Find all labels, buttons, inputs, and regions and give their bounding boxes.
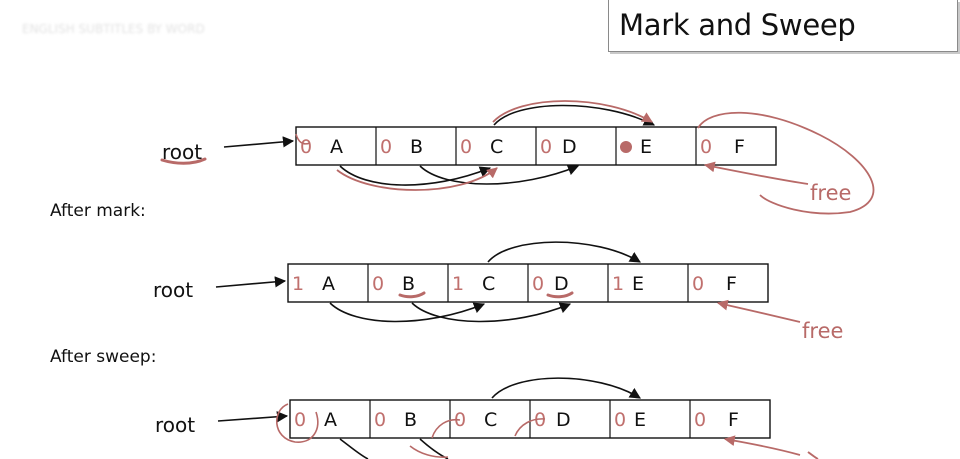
svg-text:F: F: [728, 409, 739, 431]
svg-text:0: 0: [532, 273, 544, 295]
slide-title-box: Mark and Sweep: [608, 0, 958, 52]
cell-a-circle-scribble: [275, 403, 319, 443]
svg-text:A: A: [330, 136, 343, 158]
svg-text:0: 0: [540, 136, 552, 158]
svg-text:B: B: [410, 136, 423, 158]
svg-text:E: E: [640, 136, 652, 158]
svg-text:F: F: [734, 136, 745, 158]
after-sweep-label: After sweep:: [50, 347, 157, 367]
svg-text:E: E: [634, 409, 646, 431]
svg-text:1: 1: [452, 273, 464, 295]
free-pointer-arrow: [723, 435, 801, 456]
cell-d-scribble: [514, 418, 546, 437]
slide-title: Mark and Sweep: [619, 8, 856, 42]
cell-b-underline-scribble: [398, 291, 426, 299]
svg-text:1: 1: [292, 273, 304, 295]
svg-text:C: C: [490, 136, 503, 158]
svg-text:B: B: [402, 273, 415, 295]
pointer-b-to-d: [411, 302, 572, 323]
svg-text:D: D: [554, 273, 569, 295]
scribbled-mark-dot: [620, 141, 632, 153]
root-label: root: [155, 413, 195, 437]
free-label-clipped: [807, 451, 819, 459]
svg-text:0: 0: [692, 273, 704, 295]
traced-pointer-c-to-e: [492, 100, 653, 123]
after-mark-label: After mark:: [50, 201, 146, 221]
heap-cell-e: E: [620, 136, 652, 158]
pointer-c-to-e: [493, 104, 656, 126]
free-label: free: [810, 181, 851, 205]
svg-text:0: 0: [694, 409, 706, 431]
bottom-scribble: [409, 445, 449, 458]
pointer-a-to-c-partial: [339, 438, 369, 459]
svg-text:0: 0: [372, 273, 384, 295]
root-label: root: [153, 278, 193, 302]
root-underline-scribble: [160, 157, 207, 165]
svg-text:C: C: [482, 273, 495, 295]
pointer-b-to-d: [419, 164, 580, 185]
root-pointer-arrow: [223, 136, 295, 148]
pointer-a-to-c: [339, 165, 492, 186]
svg-text:F: F: [726, 273, 737, 295]
svg-text:1: 1: [612, 273, 624, 295]
svg-text:C: C: [484, 409, 497, 431]
root-pointer-arrow: [217, 411, 289, 423]
cell-c-scribble: [431, 418, 461, 439]
root-pointer-arrow: [215, 276, 287, 288]
pointer-c-to-e: [491, 377, 641, 399]
svg-text:0: 0: [454, 409, 466, 431]
pointer-c-to-e: [487, 241, 641, 263]
svg-text:0: 0: [614, 409, 626, 431]
cell-d-underline-scribble: [546, 291, 574, 299]
svg-text:0: 0: [460, 136, 472, 158]
svg-text:D: D: [562, 136, 577, 158]
pointer-a-to-c: [329, 302, 486, 323]
free-list-loop-scribble: [697, 111, 875, 215]
svg-text:A: A: [324, 409, 337, 431]
svg-text:0: 0: [380, 136, 392, 158]
svg-text:B: B: [404, 409, 417, 431]
free-pointer-arrow: [716, 299, 801, 323]
free-pointer-arrow: [703, 161, 809, 185]
free-label: free: [802, 319, 843, 343]
svg-text:0: 0: [374, 409, 386, 431]
svg-text:0: 0: [534, 409, 546, 431]
svg-text:0: 0: [700, 136, 712, 158]
svg-text:0: 0: [300, 136, 312, 158]
svg-text:A: A: [322, 273, 335, 295]
cell-a-scribble: [295, 133, 311, 145]
svg-text:0: 0: [294, 409, 306, 431]
traced-pointer-a-to-c: [336, 167, 498, 191]
root-label: root: [162, 140, 202, 164]
blurred-watermark: ENGLISH SUBTITLES BY WORD: [22, 22, 205, 36]
svg-text:D: D: [556, 409, 571, 431]
svg-text:E: E: [632, 273, 644, 295]
